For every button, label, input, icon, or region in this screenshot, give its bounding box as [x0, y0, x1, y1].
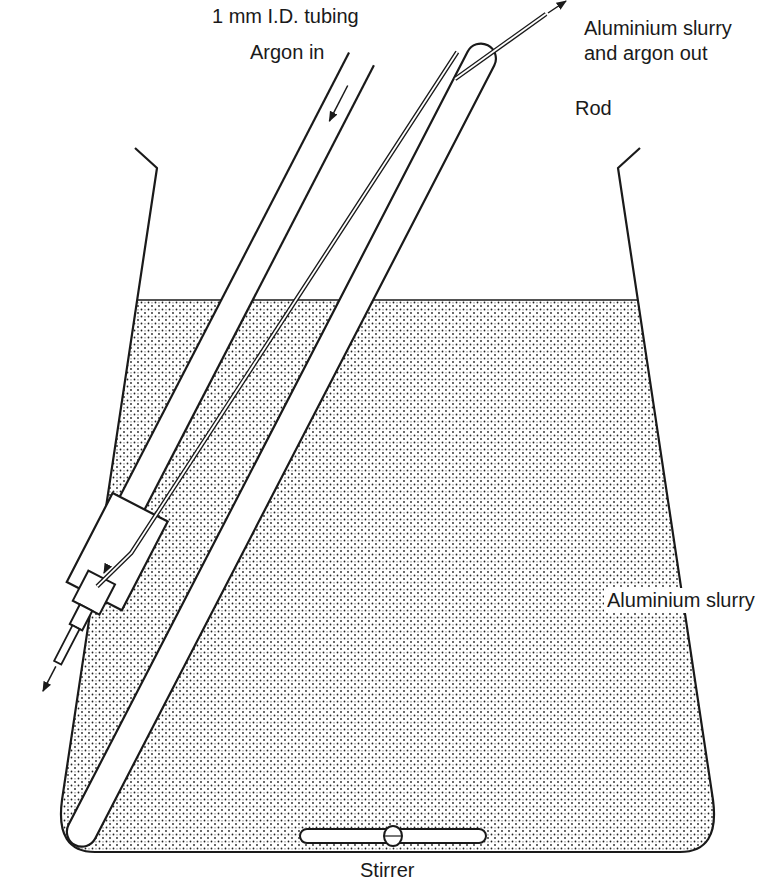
- part-label: 1 mm I.D. tubing: [212, 4, 359, 29]
- part-label: Rod: [575, 96, 612, 121]
- outflow-arrow: [548, 1, 566, 13]
- capillary-tubing-outlet: [455, 14, 546, 79]
- stirrer-bar: [300, 826, 486, 846]
- rod: [62, 38, 501, 852]
- part-label: Aluminium slurry: [604, 588, 758, 613]
- slurry-surface: [137, 299, 638, 301]
- argon-tube-wall: [145, 65, 374, 509]
- argon-flow-arrow: [329, 85, 347, 121]
- part-label: Stirrer: [360, 858, 414, 883]
- flow-label: Argon in: [250, 40, 325, 65]
- flow-label: Aluminium slurry and argon out: [584, 16, 764, 66]
- slurry-fill: [40, 300, 740, 860]
- inner-flow-arrow: [104, 569, 106, 573]
- nozzle-flow-arrow: [43, 666, 56, 691]
- nozzle: [54, 625, 79, 664]
- probe-assembly: [0, 0, 501, 852]
- capillary-tubing: [97, 18, 457, 621]
